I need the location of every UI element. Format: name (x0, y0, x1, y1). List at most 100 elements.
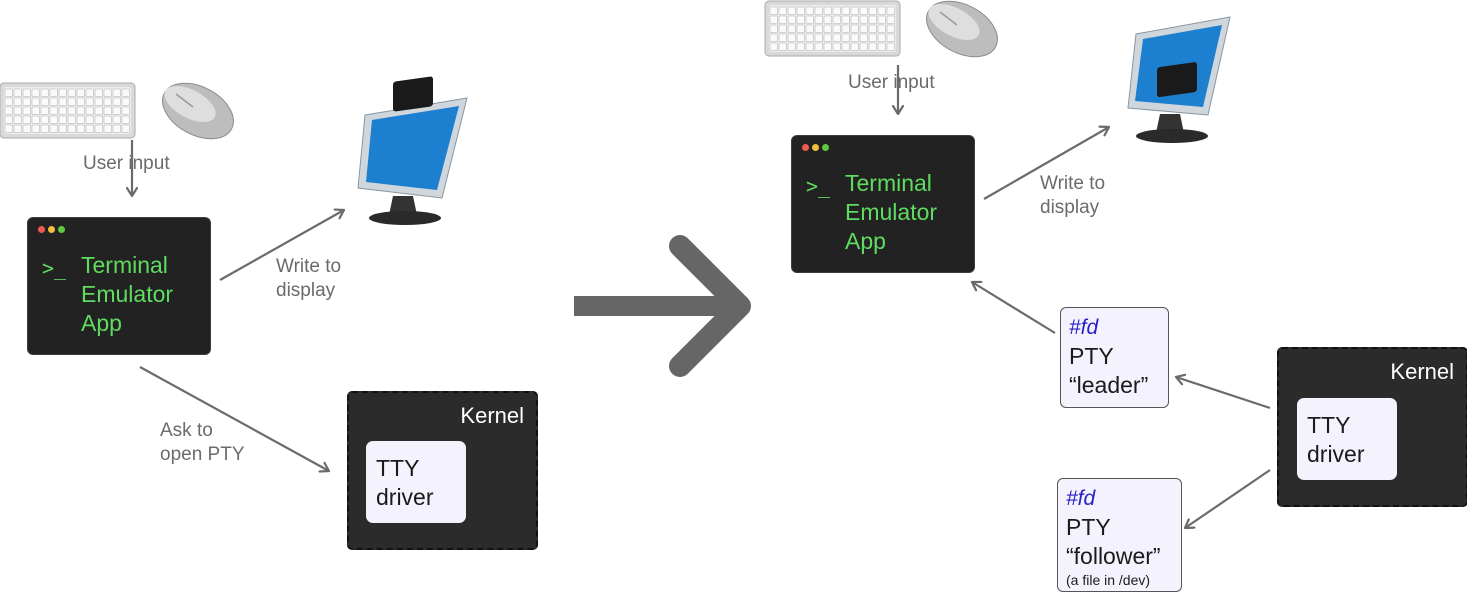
keyboard-key (868, 6, 877, 15)
terminal-title-line: Terminal (845, 170, 932, 196)
keyboard-key (103, 124, 112, 133)
keyboard-key (832, 33, 841, 42)
keyboard-key (40, 97, 49, 106)
keyboard-key (805, 24, 814, 33)
keyboard-key (58, 97, 67, 106)
keyboard-key (787, 33, 796, 42)
keyboard-key (40, 115, 49, 124)
keyboard-key (49, 88, 58, 97)
window-controls (38, 226, 65, 233)
right-write-display-arrow (983, 127, 1109, 200)
right-user-input-label: User input (848, 72, 935, 93)
keyboard-key (67, 115, 76, 124)
terminal-title-line: Terminal (81, 252, 168, 278)
keyboard-key (13, 88, 22, 97)
terminal-title-line: Emulator (81, 281, 174, 307)
keyboard-key (13, 124, 22, 133)
keyboard-key (886, 42, 895, 51)
keyboard-key (22, 115, 31, 124)
tty-driver-box: TTY driver (1297, 398, 1397, 480)
keyboard-key (769, 6, 778, 15)
keyboard-key (94, 124, 103, 133)
mouse-icon (162, 82, 234, 140)
keyboard-key (103, 97, 112, 106)
keyboard-key (4, 124, 13, 133)
keyboard-key (76, 115, 85, 124)
keyboard-key (121, 106, 130, 115)
right-kernel-box: Kernel TTY driver (1277, 347, 1467, 507)
keyboard-key (4, 115, 13, 124)
pty-follower-box: #fd PTY “follower” (a file in /dev) (1057, 478, 1182, 592)
keyboard-key (94, 88, 103, 97)
keyboard-key (877, 24, 886, 33)
keyboard-key (823, 42, 832, 51)
keyboard-key (814, 24, 823, 33)
keyboard-key (841, 6, 850, 15)
keyboard-key (850, 24, 859, 33)
keyboard-key (868, 15, 877, 24)
keyboard-key (85, 106, 94, 115)
mouse-icon (926, 0, 998, 58)
keyboard-key (121, 97, 130, 106)
left-kernel-box: Kernel TTY driver (347, 391, 538, 550)
keyboard-key (31, 88, 40, 97)
keyboard-key (769, 42, 778, 51)
keyboard-key (76, 88, 85, 97)
keyboard-key (841, 42, 850, 51)
keyboard-key (850, 42, 859, 51)
keyboard-key (58, 124, 67, 133)
keyboard-key (112, 97, 121, 106)
keyboard-key (94, 97, 103, 106)
terminal-title-line: App (845, 228, 886, 254)
keyboard-key (40, 88, 49, 97)
keyboard-key (778, 6, 787, 15)
keyboard-key (58, 115, 67, 124)
keyboard-key (112, 106, 121, 115)
keyboard-key (850, 15, 859, 24)
left-terminal-window: >_ Terminal Emulator App (27, 217, 211, 355)
keyboard-key (13, 97, 22, 106)
keyboard-key (49, 115, 58, 124)
keyboard-key (4, 88, 13, 97)
kernel-label: Kernel (1390, 359, 1454, 384)
keyboard-key (886, 24, 895, 33)
left-ask-pty-arrow (139, 366, 329, 471)
keyboard-key (103, 115, 112, 124)
keyboard-key (49, 97, 58, 106)
keyboard-key (85, 124, 94, 133)
terminal-title: Terminal Emulator App (845, 169, 937, 256)
keyboard-key (778, 33, 787, 42)
keyboard-key (841, 33, 850, 42)
keyboard-key (886, 33, 895, 42)
keyboard-key (13, 106, 22, 115)
keyboard-key (778, 15, 787, 24)
keyboard-key (85, 115, 94, 124)
keyboard-key (49, 106, 58, 115)
keyboard-key (58, 88, 67, 97)
keyboard-key (796, 42, 805, 51)
right-write-display-label: Write to display (1040, 173, 1106, 218)
keyboard-key (76, 97, 85, 106)
keyboard-key (859, 6, 868, 15)
keyboard-key (787, 15, 796, 24)
keyboard-key (76, 124, 85, 133)
left-user-input-label: User input (83, 153, 170, 174)
pty-line: PTY (1069, 343, 1114, 369)
keyboard-key (121, 115, 130, 124)
keyboard-key (85, 88, 94, 97)
keyboard-key (67, 97, 76, 106)
monitor-icon (1127, 16, 1231, 143)
tty-line: TTY (1307, 412, 1351, 438)
right-leader-to-terminal-arrow (972, 282, 1056, 334)
keyboard-key (58, 106, 67, 115)
left-ask-pty-label: Ask to open PTY (160, 420, 245, 465)
keyboard-key (832, 42, 841, 51)
keyboard-key (832, 15, 841, 24)
keyboard-icon (764, 0, 901, 57)
keyboard-key (850, 6, 859, 15)
keyboard-key (67, 88, 76, 97)
keyboard-key (31, 124, 40, 133)
keyboard-key (886, 15, 895, 24)
window-controls (802, 144, 829, 151)
